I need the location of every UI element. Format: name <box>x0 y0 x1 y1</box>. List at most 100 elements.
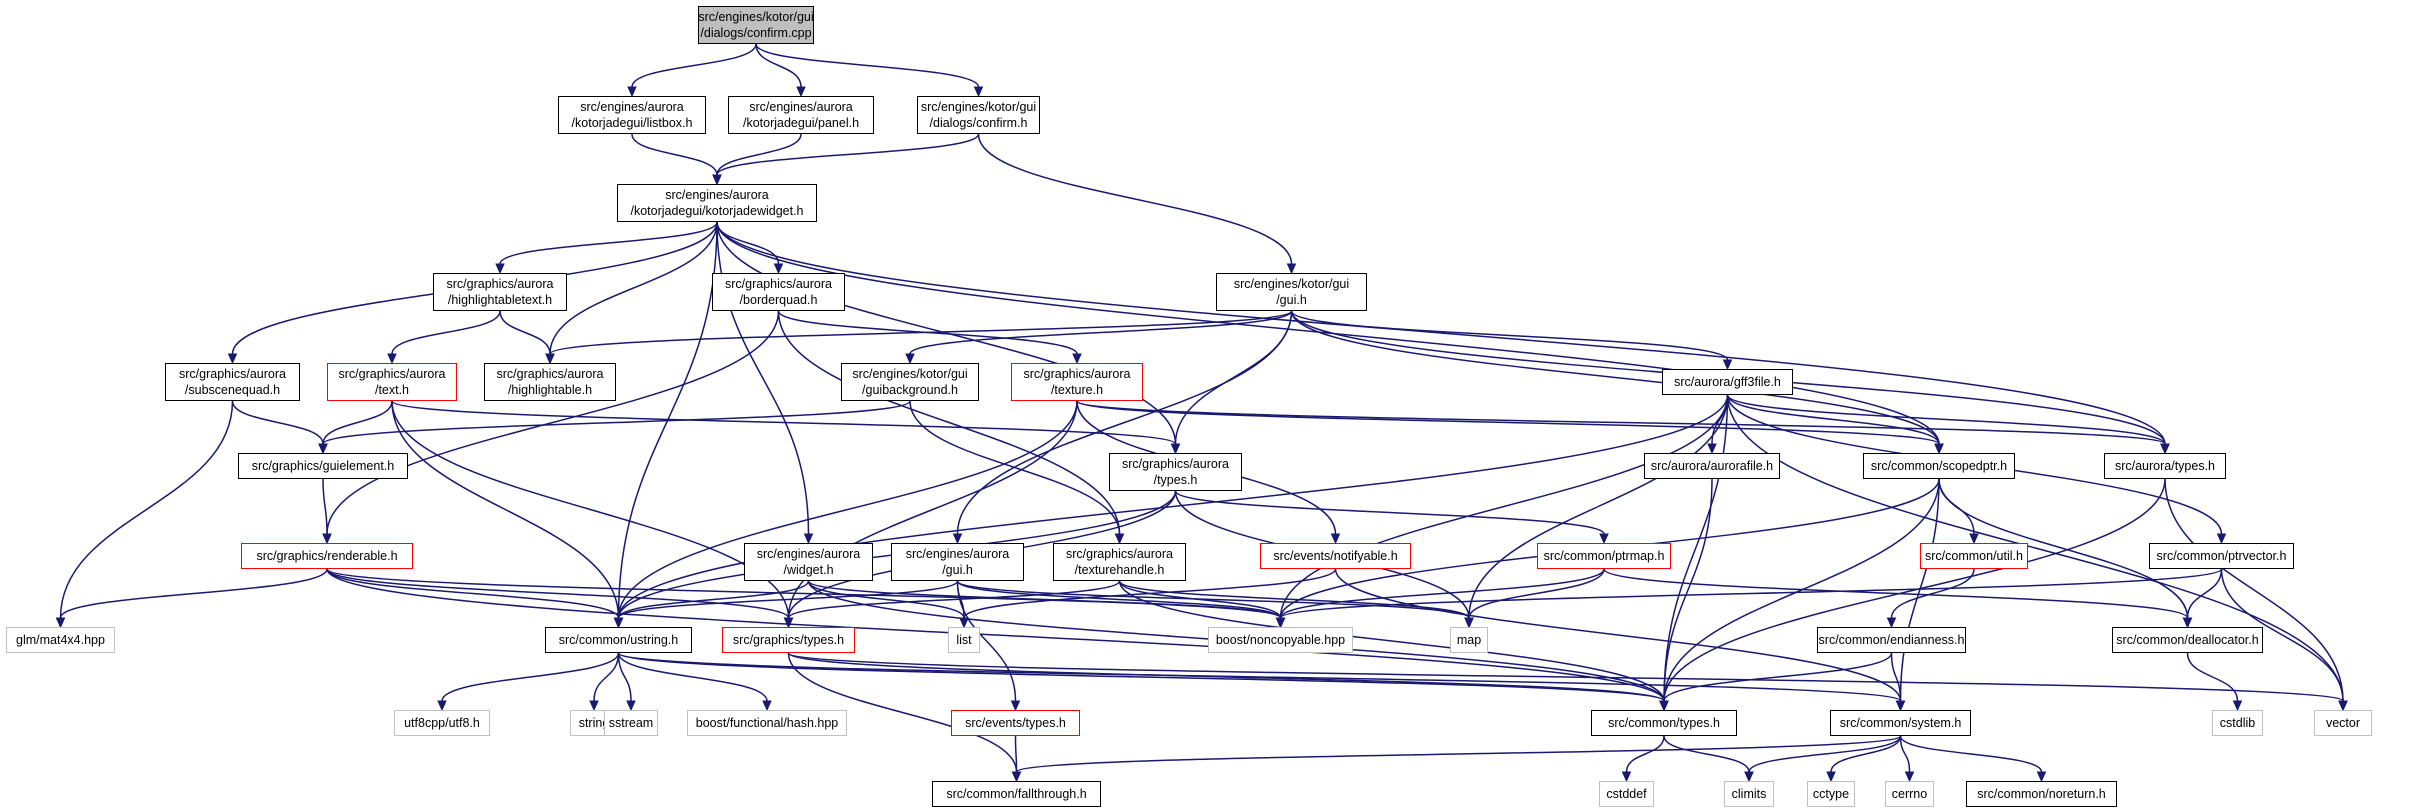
edge-ptrmap-to-map <box>1464 568 1605 629</box>
graph-node-scopedptr[interactable]: src/common/scopedptr.h <box>1863 453 2015 479</box>
graph-node-confirm-h[interactable]: src/engines/kotor/gui /dialogs/confirm.h <box>917 96 1040 134</box>
edge-scopedptr-to-util <box>1938 478 1979 545</box>
graph-node-glm[interactable]: glm/mat4x4.hpp <box>6 627 115 653</box>
edge-system-to-fallthrough <box>1011 735 1902 783</box>
edge-kgui-to-gff3 <box>1290 310 1733 371</box>
graph-node-endian[interactable]: src/common/endianness.h <box>1817 627 1966 653</box>
graph-node-cstddef[interactable]: cstddef <box>1599 781 1654 807</box>
edge-texhandle-to-gtypes <box>783 580 1121 629</box>
edge-ustring-to-hash <box>617 652 772 712</box>
graph-node-cctype[interactable]: cctype <box>1807 781 1855 807</box>
edge-text-to-gtypes <box>391 400 794 629</box>
graph-node-kjwidget[interactable]: src/engines/aurora /kotorjadegui/kotorja… <box>617 184 817 222</box>
graph-node-panel[interactable]: src/engines/aurora /kotorjadegui/panel.h <box>728 96 874 134</box>
graph-node-sstream[interactable]: sstream <box>604 710 658 736</box>
edge-egui-to-ustring <box>613 580 959 629</box>
graph-node-util[interactable]: src/common/util.h <box>1920 543 2028 569</box>
edge-kjwidget-to-widget <box>716 221 814 545</box>
edge-hltext-to-text <box>387 310 501 365</box>
graph-node-gtypes-a[interactable]: src/graphics/aurora /types.h <box>1109 453 1242 491</box>
edge-kgui-to-gtypes_a <box>1170 310 1293 455</box>
edge-atypes-to-vector <box>2164 478 2348 712</box>
graph-node-ustring[interactable]: src/common/ustring.h <box>545 627 692 653</box>
edge-borderquad-to-texture <box>777 310 1082 365</box>
graph-node-guibg[interactable]: src/engines/kotor/gui /guibackground.h <box>841 363 979 401</box>
graph-node-dealloc[interactable]: src/common/deallocator.h <box>2112 627 2263 653</box>
edge-util-to-endian <box>1886 568 1975 629</box>
edge-text-to-gtypes_a <box>391 400 1181 455</box>
edge-guielement-to-renderable <box>322 478 332 545</box>
graph-node-cstdlib[interactable]: cstdlib <box>2212 710 2263 736</box>
graph-node-texhandle[interactable]: src/graphics/aurora /texturehandle.h <box>1053 543 1186 581</box>
edge-renderable-to-glm <box>55 568 328 629</box>
edge-texture-to-scopedptr <box>1076 400 1944 455</box>
edge-ustring-to-string <box>589 652 620 712</box>
edge-root-to-panel <box>755 43 806 98</box>
graph-node-subscene[interactable]: src/graphics/aurora /subscenequad.h <box>165 363 300 401</box>
graph-node-kgui[interactable]: src/engines/kotor/gui /gui.h <box>1216 273 1367 311</box>
graph-node-climits[interactable]: climits <box>1724 781 1774 807</box>
graph-node-noncopy[interactable]: boost/noncopyable.hpp <box>1208 627 1353 653</box>
edge-system-to-cerrno <box>1899 735 1915 783</box>
graph-node-ctypes[interactable]: src/common/types.h <box>1591 710 1737 736</box>
graph-node-map[interactable]: map <box>1450 627 1488 653</box>
graph-node-hltext[interactable]: src/graphics/aurora /highlightabletext.h <box>433 273 567 311</box>
graph-node-guielement[interactable]: src/graphics/guielement.h <box>238 453 408 479</box>
graph-node-hash[interactable]: boost/functional/hash.hpp <box>687 710 847 736</box>
graph-node-egui[interactable]: src/engines/aurora /gui.h <box>891 543 1024 581</box>
graph-node-gff3[interactable]: src/aurora/gff3file.h <box>1662 369 1793 395</box>
edge-gtypes-to-vector <box>787 652 2348 712</box>
graph-node-list[interactable]: list <box>948 627 980 653</box>
edge-gff3-to-scopedptr <box>1726 394 1944 455</box>
edge-ctypes-to-climits <box>1663 735 1754 783</box>
edge-endian-to-system <box>1890 652 1906 712</box>
edge-confirm_h-to-kgui <box>977 133 1297 275</box>
edge-guibg-to-guielement <box>318 400 911 455</box>
graph-node-system[interactable]: src/common/system.h <box>1830 710 1971 736</box>
edge-ustring-to-sstream <box>617 652 636 712</box>
graph-node-fallthrough[interactable]: src/common/fallthrough.h <box>932 781 1101 807</box>
dependency-edges <box>55 43 2348 783</box>
edge-ptrvector-to-dealloc <box>2182 568 2223 629</box>
graph-node-renderable[interactable]: src/graphics/renderable.h <box>241 543 413 569</box>
graph-node-atypes[interactable]: src/aurora/types.h <box>2104 453 2226 479</box>
graph-node-text[interactable]: src/graphics/aurora /text.h <box>327 363 457 401</box>
graph-node-ptrvector[interactable]: src/common/ptrvector.h <box>2149 543 2294 569</box>
graph-node-utf8[interactable]: utf8cpp/utf8.h <box>394 710 490 736</box>
graph-node-vector[interactable]: vector <box>2314 710 2372 736</box>
graph-node-borderquad[interactable]: src/graphics/aurora /borderquad.h <box>712 273 845 311</box>
edge-kgui-to-egui <box>952 310 1293 545</box>
graph-node-root[interactable]: src/engines/kotor/gui /dialogs/confirm.c… <box>698 6 814 44</box>
graph-node-widget[interactable]: src/engines/aurora /widget.h <box>744 543 873 581</box>
edge-guibg-to-texhandle <box>909 400 1125 545</box>
graph-node-noreturn[interactable]: src/common/noreturn.h <box>1966 781 2117 807</box>
edge-subscene-to-guielement <box>231 400 328 455</box>
graph-node-evtypes[interactable]: src/events/types.h <box>951 710 1080 736</box>
edge-confirm_h-to-kjwidget <box>712 133 980 186</box>
edge-ptrvector-to-noncopy <box>1275 568 2223 629</box>
graph-node-listbox[interactable]: src/engines/aurora /kotorjadegui/listbox… <box>558 96 706 134</box>
graph-node-highlightable[interactable]: src/graphics/aurora /highlightable.h <box>484 363 616 401</box>
edge-ctypes-to-cstddef <box>1621 735 1665 783</box>
edge-system-to-climits <box>1744 735 1902 783</box>
edge-ustring-to-utf8 <box>437 652 620 712</box>
edge-gff3-to-atypes <box>1726 394 2170 455</box>
graph-node-cerrno[interactable]: cerrno <box>1885 781 1934 807</box>
edge-kgui-to-guibg <box>905 310 1293 365</box>
edge-gff3-to-map <box>1464 394 1729 629</box>
edge-root-to-confirm_h <box>755 43 984 98</box>
edge-kjwidget-to-hltext <box>495 221 718 275</box>
edge-notifyable-to-list <box>959 568 1337 629</box>
graph-node-texture[interactable]: src/graphics/aurora /texture.h <box>1011 363 1143 401</box>
edge-kgui-to-scopedptr <box>1290 310 1944 455</box>
edge-endian-to-ctypes <box>1659 652 1893 712</box>
graph-node-gtypes[interactable]: src/graphics/types.h <box>722 627 855 653</box>
graph-node-aurorafile[interactable]: src/aurora/aurorafile.h <box>1644 453 1780 479</box>
edge-hltext-to-highlightable <box>499 310 555 365</box>
edge-system-to-noreturn <box>1899 735 2047 783</box>
graph-node-ptrmap[interactable]: src/common/ptrmap.h <box>1537 543 1671 569</box>
edge-dealloc-to-cstdlib <box>2186 652 2243 712</box>
graph-node-notifyable[interactable]: src/events/notifyable.h <box>1260 543 1411 569</box>
edge-root-to-listbox <box>627 43 757 98</box>
